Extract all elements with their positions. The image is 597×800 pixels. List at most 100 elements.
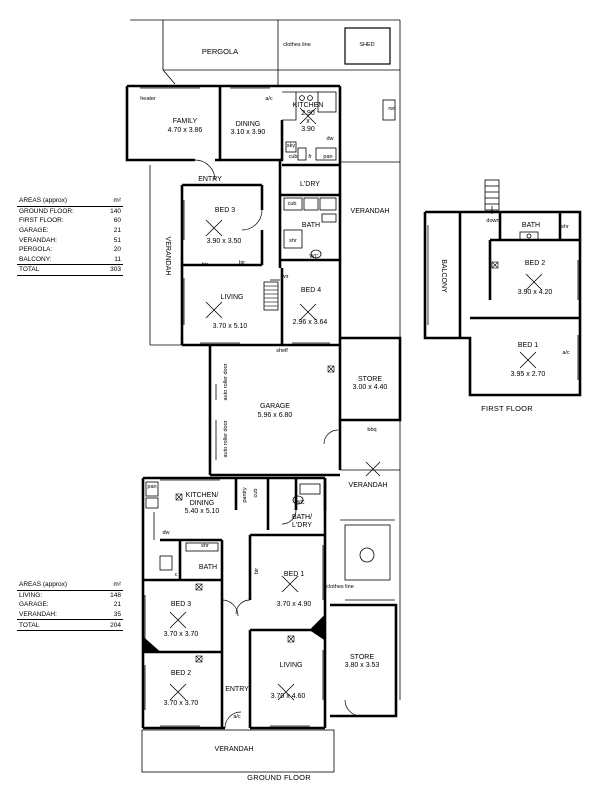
bed1-first-dimensions: 3.95 x 2.70 [510,371,546,378]
living-top-label: LIVING [220,294,244,301]
bed1-first-label: BED 1 [517,342,539,349]
store-top-label: STORE [358,376,382,383]
area-total-value: 303 [101,264,123,276]
shed-outline [344,27,391,65]
lower-house-walls [141,476,398,730]
entry-label: ENTRY [198,176,222,183]
bed2-first-dimensions: 3.90 x 4.20 [517,289,553,296]
ac-first-label: a/c [562,350,570,356]
first-floor-stairs [484,179,500,214]
cross-icon [205,219,223,237]
area-label: LIVING: [19,591,43,599]
wc-top-label: WC [309,254,319,260]
dishwasher-label: dw [326,136,334,142]
first-floor-walls [423,210,582,397]
lower-outdoor [141,420,401,773]
area-total-label: TOTAL [17,619,100,631]
fridge-label: fr [308,154,312,160]
area-value: 20 [113,246,121,254]
area-label: VERANDAH: [19,236,57,244]
cupboard-c-label: c [174,572,178,578]
garage-label: GARAGE [260,403,290,410]
area-label: BALCONY: [19,255,52,263]
area-value: 60 [113,217,121,225]
cross-icon [205,301,223,319]
bed4-dimensions: 2.96 x 3.64 [292,319,328,326]
bath-laundry-label-2: L'DRY [292,522,312,529]
bed2-first-label: BED 2 [524,260,546,267]
cross-icon [281,575,299,593]
store-ground-label: STORE [350,654,374,661]
dishwasher-ground-label: dw [162,530,170,536]
cross-icon [299,107,317,125]
store-ground-dimensions: 3.80 x 3.53 [344,662,380,669]
family-label: FAMILY [172,118,198,125]
dining-label: DINING [235,121,261,128]
ac-label: a/c [265,96,273,102]
verandah-right-label: VERANDAH [350,208,390,215]
lower-fittings [142,481,326,653]
room-center-marks [169,107,543,701]
bed3-ground-label: BED 3 [170,601,192,608]
pantry-label: pan [323,154,333,160]
kitchen-dim2: 3.90 [301,126,315,133]
light-fitting-icon [195,583,203,591]
cross-icon [365,461,381,477]
living-ground-label: LIVING [279,662,303,669]
rainwater-tank [382,99,396,121]
areas-table-lower: AREAS (approx)m² LIVING:148 GARAGE:21 VE… [17,580,123,631]
pantry-cupboard-label: pantry [242,487,248,503]
area-label: FIRST FLOOR: [19,217,64,225]
cross-icon [169,611,187,629]
area-label: GARAGE: [19,601,49,609]
bed4-label: BED 4 [300,287,322,294]
area-label: PERGOLA: [19,246,53,254]
top-house-walls [125,84,402,477]
pergola-label: PERGOLA [201,47,239,56]
cupboard-ground-label: cub [253,488,259,498]
garage-dimensions: 5.96 x 6.80 [257,412,293,419]
first-floor-fittings [427,225,579,380]
light-fitting-icon [195,655,203,663]
ac-ground-label: a/c [233,714,241,720]
areas-title: AREAS (approx) [17,580,100,591]
skylight-label: sky [286,143,296,149]
first-floor-title: FIRST FLOOR [481,404,533,413]
area-value: 35 [113,611,121,619]
area-value: 140 [110,207,121,215]
bed3-ground-dimensions: 3.70 x 3.70 [163,631,199,638]
laundry-bath-fittings [263,197,337,311]
door-swings-top [194,159,339,445]
store-top-dimensions: 3.00 x 4.40 [352,384,388,391]
area-value: 21 [113,227,121,235]
shower-ground-label: shr [201,543,209,549]
bed2-ground-label: BED 2 [170,670,192,677]
cupboard-label: cub [288,154,298,160]
area-value: 11 [114,255,121,263]
bir-label: bir [238,260,246,266]
area-label: GROUND FLOOR: [19,207,74,215]
areas-title: AREAS (approx) [17,196,102,207]
bath-first-label: BATH [521,222,541,229]
clothes-line-label: clothes line [283,42,311,48]
bir-ground-label: bir [254,567,260,575]
kitchen-label: KITCHEN [292,102,324,109]
balcony-label: BALCONY [440,259,447,293]
dining-dimensions: 3.10 x 3.90 [230,129,266,136]
area-value: 21 [113,601,121,609]
down-label: down [486,218,500,224]
light-fitting-icon [287,635,295,643]
cross-icon [277,683,295,701]
area-value: 148 [110,591,121,599]
kitchen-fittings [282,91,337,161]
outdoor-lines [130,19,401,346]
bir-label: bir [201,262,209,268]
windows-top [140,87,330,460]
stair-treads-top [264,285,278,307]
shelf-label: shelf [276,348,288,354]
bbq-label: bbq [367,427,377,433]
laundry-label: L'DRY [300,181,320,188]
shower-top-label: shr [289,238,297,244]
area-label: VERANDAH: [19,611,57,619]
kitchen-dining-label: KITCHEN/ [185,492,219,499]
